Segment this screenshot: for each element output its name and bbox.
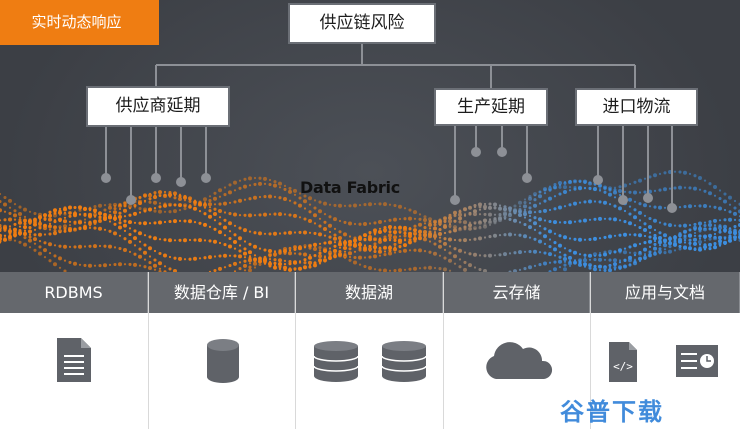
source-column-rdbms: RDBMS <box>0 272 149 429</box>
supply-chain-risk-node: 供应链风险 <box>288 3 436 44</box>
data-sources-panel: RDBMS 数据仓库 / BI 数据湖 <box>0 272 740 429</box>
cloud-icon <box>486 342 553 379</box>
database-cylinder-icon <box>207 339 239 383</box>
source-column-warehouse: 数据仓库 / BI <box>149 272 296 429</box>
site-watermark: 谷普下载 <box>560 398 664 426</box>
source-header: 云存储 <box>444 272 590 313</box>
import-logistics-node: 进口物流 <box>575 88 698 126</box>
source-column-lake: 数据湖 <box>296 272 444 429</box>
source-column-apps: 应用与文档 </> <box>591 272 740 429</box>
data-fabric-label: Data Fabric <box>300 178 400 197</box>
source-header: RDBMS <box>0 272 148 313</box>
source-header: 数据仓库 / BI <box>149 272 295 313</box>
source-header: 数据湖 <box>296 272 443 313</box>
app-window-icon <box>676 345 718 377</box>
production-delay-node: 生产延期 <box>434 88 548 126</box>
database-stack-icon <box>313 341 427 382</box>
supplier-delay-node: 供应商延期 <box>86 86 230 127</box>
source-header: 应用与文档 <box>591 272 740 313</box>
code-file-icon: </> <box>609 342 637 382</box>
document-icon <box>57 338 91 382</box>
source-column-cloud: 云存储 <box>444 272 591 429</box>
realtime-response-badge: 实时动态响应 <box>0 0 159 45</box>
svg-text:</>: </> <box>613 360 633 373</box>
